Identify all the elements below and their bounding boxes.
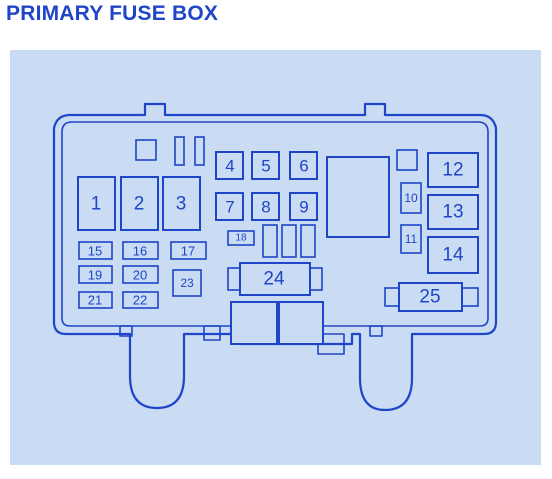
- fuse-14-label: 14: [442, 245, 464, 266]
- fuse-9-label: 9: [299, 198, 308, 217]
- fuse-21-label: 21: [88, 293, 102, 308]
- fuse-18: [227, 230, 255, 246]
- fuse-8-label: 8: [261, 198, 270, 217]
- fuse-15-label: 15: [88, 244, 102, 259]
- fuse-14: [427, 236, 479, 274]
- fuse-21: [78, 291, 113, 309]
- relay-socket: [281, 224, 297, 258]
- fuse-1: [77, 176, 116, 231]
- fuse-16: [122, 241, 159, 260]
- fuse-6: [289, 151, 318, 180]
- connector-block: [278, 301, 324, 345]
- housing-notch: [119, 325, 133, 337]
- fuse-19: [78, 265, 113, 284]
- fuse-2-label: 2: [134, 194, 145, 215]
- fuse-23-label: 23: [180, 276, 194, 290]
- fuse-7: [215, 192, 244, 221]
- fuse-22-label: 22: [133, 293, 147, 308]
- fuse-6-label: 6: [299, 157, 308, 176]
- fuse-23: [172, 269, 202, 297]
- housing-notch: [369, 325, 383, 337]
- fuse-13-label: 13: [442, 202, 463, 223]
- page-title: PRIMARY FUSE BOX: [6, 2, 219, 25]
- fuse-20-label: 20: [133, 268, 147, 283]
- relay-socket: [396, 149, 418, 171]
- fuse-25-terminal: [384, 287, 400, 307]
- fuse-22: [122, 291, 159, 309]
- fuse-17: [170, 241, 207, 260]
- fuse-3: [162, 176, 201, 231]
- fuse-2: [120, 176, 159, 231]
- fuse-11-label: 11: [405, 232, 418, 246]
- fuse-10-label: 10: [404, 191, 418, 205]
- fuse-18-label: 18: [235, 233, 247, 244]
- housing-outline: [52, 102, 498, 412]
- relay-socket: [262, 224, 278, 258]
- fuse-11: [400, 224, 422, 254]
- relay-socket: [300, 224, 316, 258]
- fuse-8: [251, 192, 280, 221]
- fuse-15: [78, 241, 113, 260]
- relay-socket: [174, 136, 185, 166]
- fuse-9: [289, 192, 318, 221]
- fuse-5-label: 5: [261, 157, 270, 176]
- housing-notch: [203, 325, 221, 341]
- fuse-25: [398, 282, 463, 312]
- relay-socket: [194, 136, 205, 166]
- fuse-24-label: 24: [263, 269, 285, 290]
- fuse-24: [239, 262, 311, 296]
- fuse-10: [400, 182, 422, 214]
- fuse-4: [215, 151, 244, 180]
- fuse-17-label: 17: [181, 244, 195, 259]
- relay-socket: [135, 139, 157, 161]
- fuse-1-label: 1: [91, 194, 102, 215]
- fuse-25-terminal: [461, 287, 479, 307]
- housing-inner-outline: [61, 121, 489, 327]
- connector-block: [230, 301, 278, 345]
- relay-block: [326, 156, 390, 238]
- fuse-12-label: 12: [442, 160, 463, 181]
- fuse-20: [122, 265, 159, 284]
- fuse-24-terminal: [309, 267, 323, 291]
- fuse-3-label: 3: [176, 194, 187, 215]
- fuse-24-terminal: [227, 267, 241, 291]
- fuse-5: [251, 151, 280, 180]
- fuse-7-label: 7: [225, 198, 234, 217]
- fuse-12: [427, 152, 479, 188]
- fuse-19-label: 19: [88, 268, 102, 283]
- fuse-4-label: 4: [225, 157, 234, 176]
- fuse-25-label: 25: [419, 287, 440, 308]
- fuse-13: [427, 194, 479, 230]
- fuse-16-label: 16: [133, 244, 147, 259]
